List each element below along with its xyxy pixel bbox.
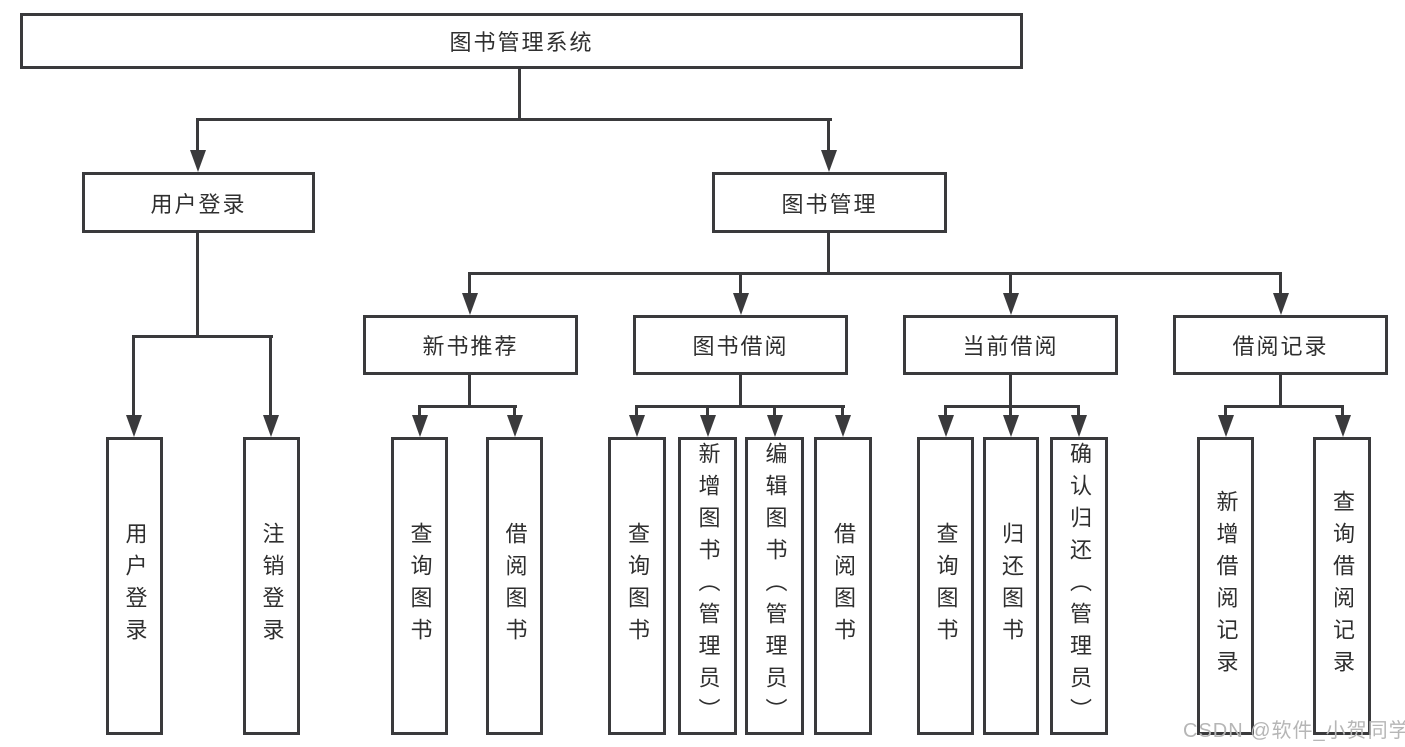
connector-line	[418, 408, 421, 415]
arrow-down-icon	[126, 415, 142, 437]
connector-line	[827, 233, 830, 272]
connector-line	[468, 272, 1282, 275]
connector-line	[196, 118, 832, 121]
arrow-down-icon	[1335, 415, 1351, 437]
node-user-login: 用户登录	[106, 437, 163, 735]
node-query-books-recommend-label: 查询图书	[407, 522, 433, 650]
node-root-label: 图书管理系统	[449, 30, 594, 55]
connector-line	[944, 405, 1080, 408]
connector-line	[196, 121, 199, 150]
connector-line	[944, 408, 947, 415]
arrow-down-icon	[733, 293, 749, 315]
connector-line	[1009, 275, 1012, 293]
node-logout-label: 注销登录	[259, 522, 285, 650]
arrow-down-icon	[1273, 293, 1289, 315]
connector-line	[1009, 408, 1012, 415]
node-query-books-current: 查询图书	[917, 437, 974, 735]
arrow-down-icon	[835, 415, 851, 437]
watermark: CSDN @软件_小贺同学	[1183, 720, 1405, 742]
node-borrowing-records: 借阅记录	[1173, 315, 1388, 375]
node-query-books-recommend: 查询图书	[391, 437, 448, 735]
connector-line	[468, 275, 471, 293]
node-current-borrowing: 当前借阅	[903, 315, 1118, 375]
arrow-down-icon	[412, 415, 428, 437]
node-edit-books-admin-label: 编辑图书（管理员）	[762, 442, 788, 730]
node-query-books-borrowing-label: 查询图书	[625, 522, 650, 650]
node-logout: 注销登录	[243, 437, 300, 735]
connector-line	[1009, 375, 1012, 405]
node-confirm-return-admin-label: 确认归还（管理员）	[1067, 442, 1092, 730]
connector-line	[518, 69, 521, 118]
arrow-down-icon	[462, 293, 478, 315]
node-borrow-books-recommend: 借阅图书	[486, 437, 543, 735]
connector-line	[132, 338, 135, 415]
node-borrowing-records-label: 借阅记录	[1232, 334, 1329, 359]
connector-line	[1279, 275, 1282, 293]
node-book-borrowing: 图书借阅	[633, 315, 848, 375]
connector-line	[418, 405, 517, 408]
connector-line	[739, 375, 742, 405]
connector-line	[1077, 408, 1080, 415]
node-current-borrowing-label: 当前借阅	[962, 334, 1059, 359]
node-new-book-recommend: 新书推荐	[363, 315, 578, 375]
connector-line	[635, 408, 638, 415]
node-user-login-branch: 用户登录	[82, 172, 315, 233]
node-add-borrow-record-label: 新增借阅记录	[1213, 490, 1239, 682]
arrow-down-icon	[1071, 415, 1087, 437]
arrow-down-icon	[263, 415, 279, 437]
node-query-books-borrowing: 查询图书	[608, 437, 666, 735]
node-add-books-admin: 新增图书（管理员）	[678, 437, 737, 735]
arrow-down-icon	[629, 415, 645, 437]
connector-line	[827, 121, 830, 150]
connector-line	[1224, 408, 1227, 415]
connector-line	[1279, 375, 1282, 405]
connector-line	[1341, 408, 1344, 415]
arrow-down-icon	[700, 415, 716, 437]
node-book-borrowing-label: 图书借阅	[692, 334, 789, 359]
node-new-book-recommend-label: 新书推荐	[422, 334, 519, 359]
node-user-login-branch-label: 用户登录	[150, 191, 247, 217]
arrow-down-icon	[821, 150, 837, 172]
connector-line	[841, 408, 844, 415]
node-root: 图书管理系统	[20, 13, 1023, 69]
node-borrow-books-recommend-label: 借阅图书	[502, 522, 528, 650]
node-add-borrow-record: 新增借阅记录	[1197, 437, 1254, 735]
node-query-books-current-label: 查询图书	[933, 522, 959, 650]
connector-line	[513, 408, 516, 415]
node-query-borrow-record-label: 查询借阅记录	[1330, 490, 1355, 682]
connector-line	[132, 335, 273, 338]
connector-line	[773, 408, 776, 415]
arrow-down-icon	[767, 415, 783, 437]
connector-line	[706, 408, 709, 415]
arrow-down-icon	[938, 415, 954, 437]
node-borrow-books: 借阅图书	[814, 437, 872, 735]
node-book-management-label: 图书管理	[781, 191, 878, 217]
connector-line	[739, 275, 742, 293]
node-return-books: 归还图书	[983, 437, 1039, 735]
arrow-down-icon	[507, 415, 523, 437]
node-confirm-return-admin: 确认归还（管理员）	[1050, 437, 1108, 735]
connector-line	[196, 233, 199, 335]
connector-line	[635, 405, 845, 408]
node-query-borrow-record: 查询借阅记录	[1313, 437, 1371, 735]
node-return-books-label: 归还图书	[999, 522, 1024, 650]
node-user-login-label: 用户登录	[122, 522, 148, 650]
node-edit-books-admin: 编辑图书（管理员）	[745, 437, 804, 735]
connector-line	[468, 375, 471, 405]
arrow-down-icon	[1003, 415, 1019, 437]
connector-line	[269, 338, 272, 415]
node-borrow-books-label: 借阅图书	[831, 522, 856, 650]
arrow-down-icon	[190, 150, 206, 172]
arrow-down-icon	[1218, 415, 1234, 437]
node-book-management: 图书管理	[712, 172, 947, 233]
node-add-books-admin-label: 新增图书（管理员）	[695, 442, 721, 730]
connector-line	[1224, 405, 1344, 408]
arrow-down-icon	[1003, 293, 1019, 315]
